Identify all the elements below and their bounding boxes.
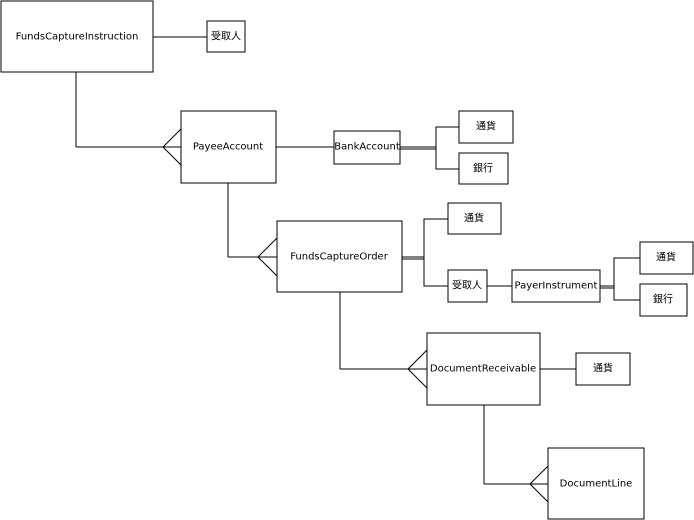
entity-label: DocumentReceivable xyxy=(430,364,536,375)
crows-foot-document-line xyxy=(529,465,549,503)
connector-payer-currency xyxy=(600,257,640,287)
entity-payee-account: PayeeAccount xyxy=(180,110,277,184)
entity-label: 通貨 xyxy=(476,120,496,133)
cardinality-markers xyxy=(114,128,549,503)
entity-label: PayerInstrument xyxy=(515,281,598,292)
entity-payer-instrument: PayerInstrument xyxy=(511,269,601,303)
entity-currency-bank: 通貨 xyxy=(458,110,514,144)
entity-label: 通貨 xyxy=(593,362,613,375)
entity-funds-capture-instruction: FundsCaptureInstruction xyxy=(0,0,154,73)
entity-label: PayeeAccount xyxy=(193,142,263,153)
entity-label: 銀行 xyxy=(653,293,673,306)
entity-label: 受取人 xyxy=(211,31,241,43)
connector-order-currency xyxy=(402,218,448,258)
entity-payee-order: 受取人 xyxy=(447,269,488,303)
entity-label: 銀行 xyxy=(473,162,493,175)
entity-payee-top: 受取人 xyxy=(206,20,246,53)
entity-label: 通貨 xyxy=(656,251,676,264)
entity-bank-account: BankAccount xyxy=(333,130,401,165)
connector-bank-account-bank-bank xyxy=(435,147,459,170)
entity-currency-order: 通貨 xyxy=(447,202,502,235)
entity-label: DocumentLine xyxy=(560,479,633,490)
entity-bank-bank: 銀行 xyxy=(458,152,509,185)
connectors xyxy=(75,36,640,485)
entity-funds-capture-order: FundsCaptureOrder xyxy=(276,220,403,293)
entity-label: BankAccount xyxy=(334,142,400,153)
entity-label: FundsCaptureOrder xyxy=(290,252,389,263)
entity-document-receivable: DocumentReceivable xyxy=(426,332,541,406)
connector-bank-account-currency-bank xyxy=(400,126,459,148)
entity-bank-payer: 銀行 xyxy=(639,283,688,317)
entity-label: 通貨 xyxy=(464,212,484,225)
crows-foot-payee-account xyxy=(114,128,182,166)
crows-foot-funds-capture-order xyxy=(257,237,278,277)
connector-payer-bank xyxy=(613,286,640,301)
entity-label: 受取人 xyxy=(452,280,482,292)
connector-order-payee xyxy=(423,257,448,287)
entity-document-line: DocumentLine xyxy=(547,447,645,520)
entity-label: FundsCaptureInstruction xyxy=(16,32,139,43)
crows-foot-document-receivable xyxy=(407,349,428,389)
entity-currency-document: 通貨 xyxy=(575,352,631,386)
entity-currency-payer: 通貨 xyxy=(639,241,694,275)
